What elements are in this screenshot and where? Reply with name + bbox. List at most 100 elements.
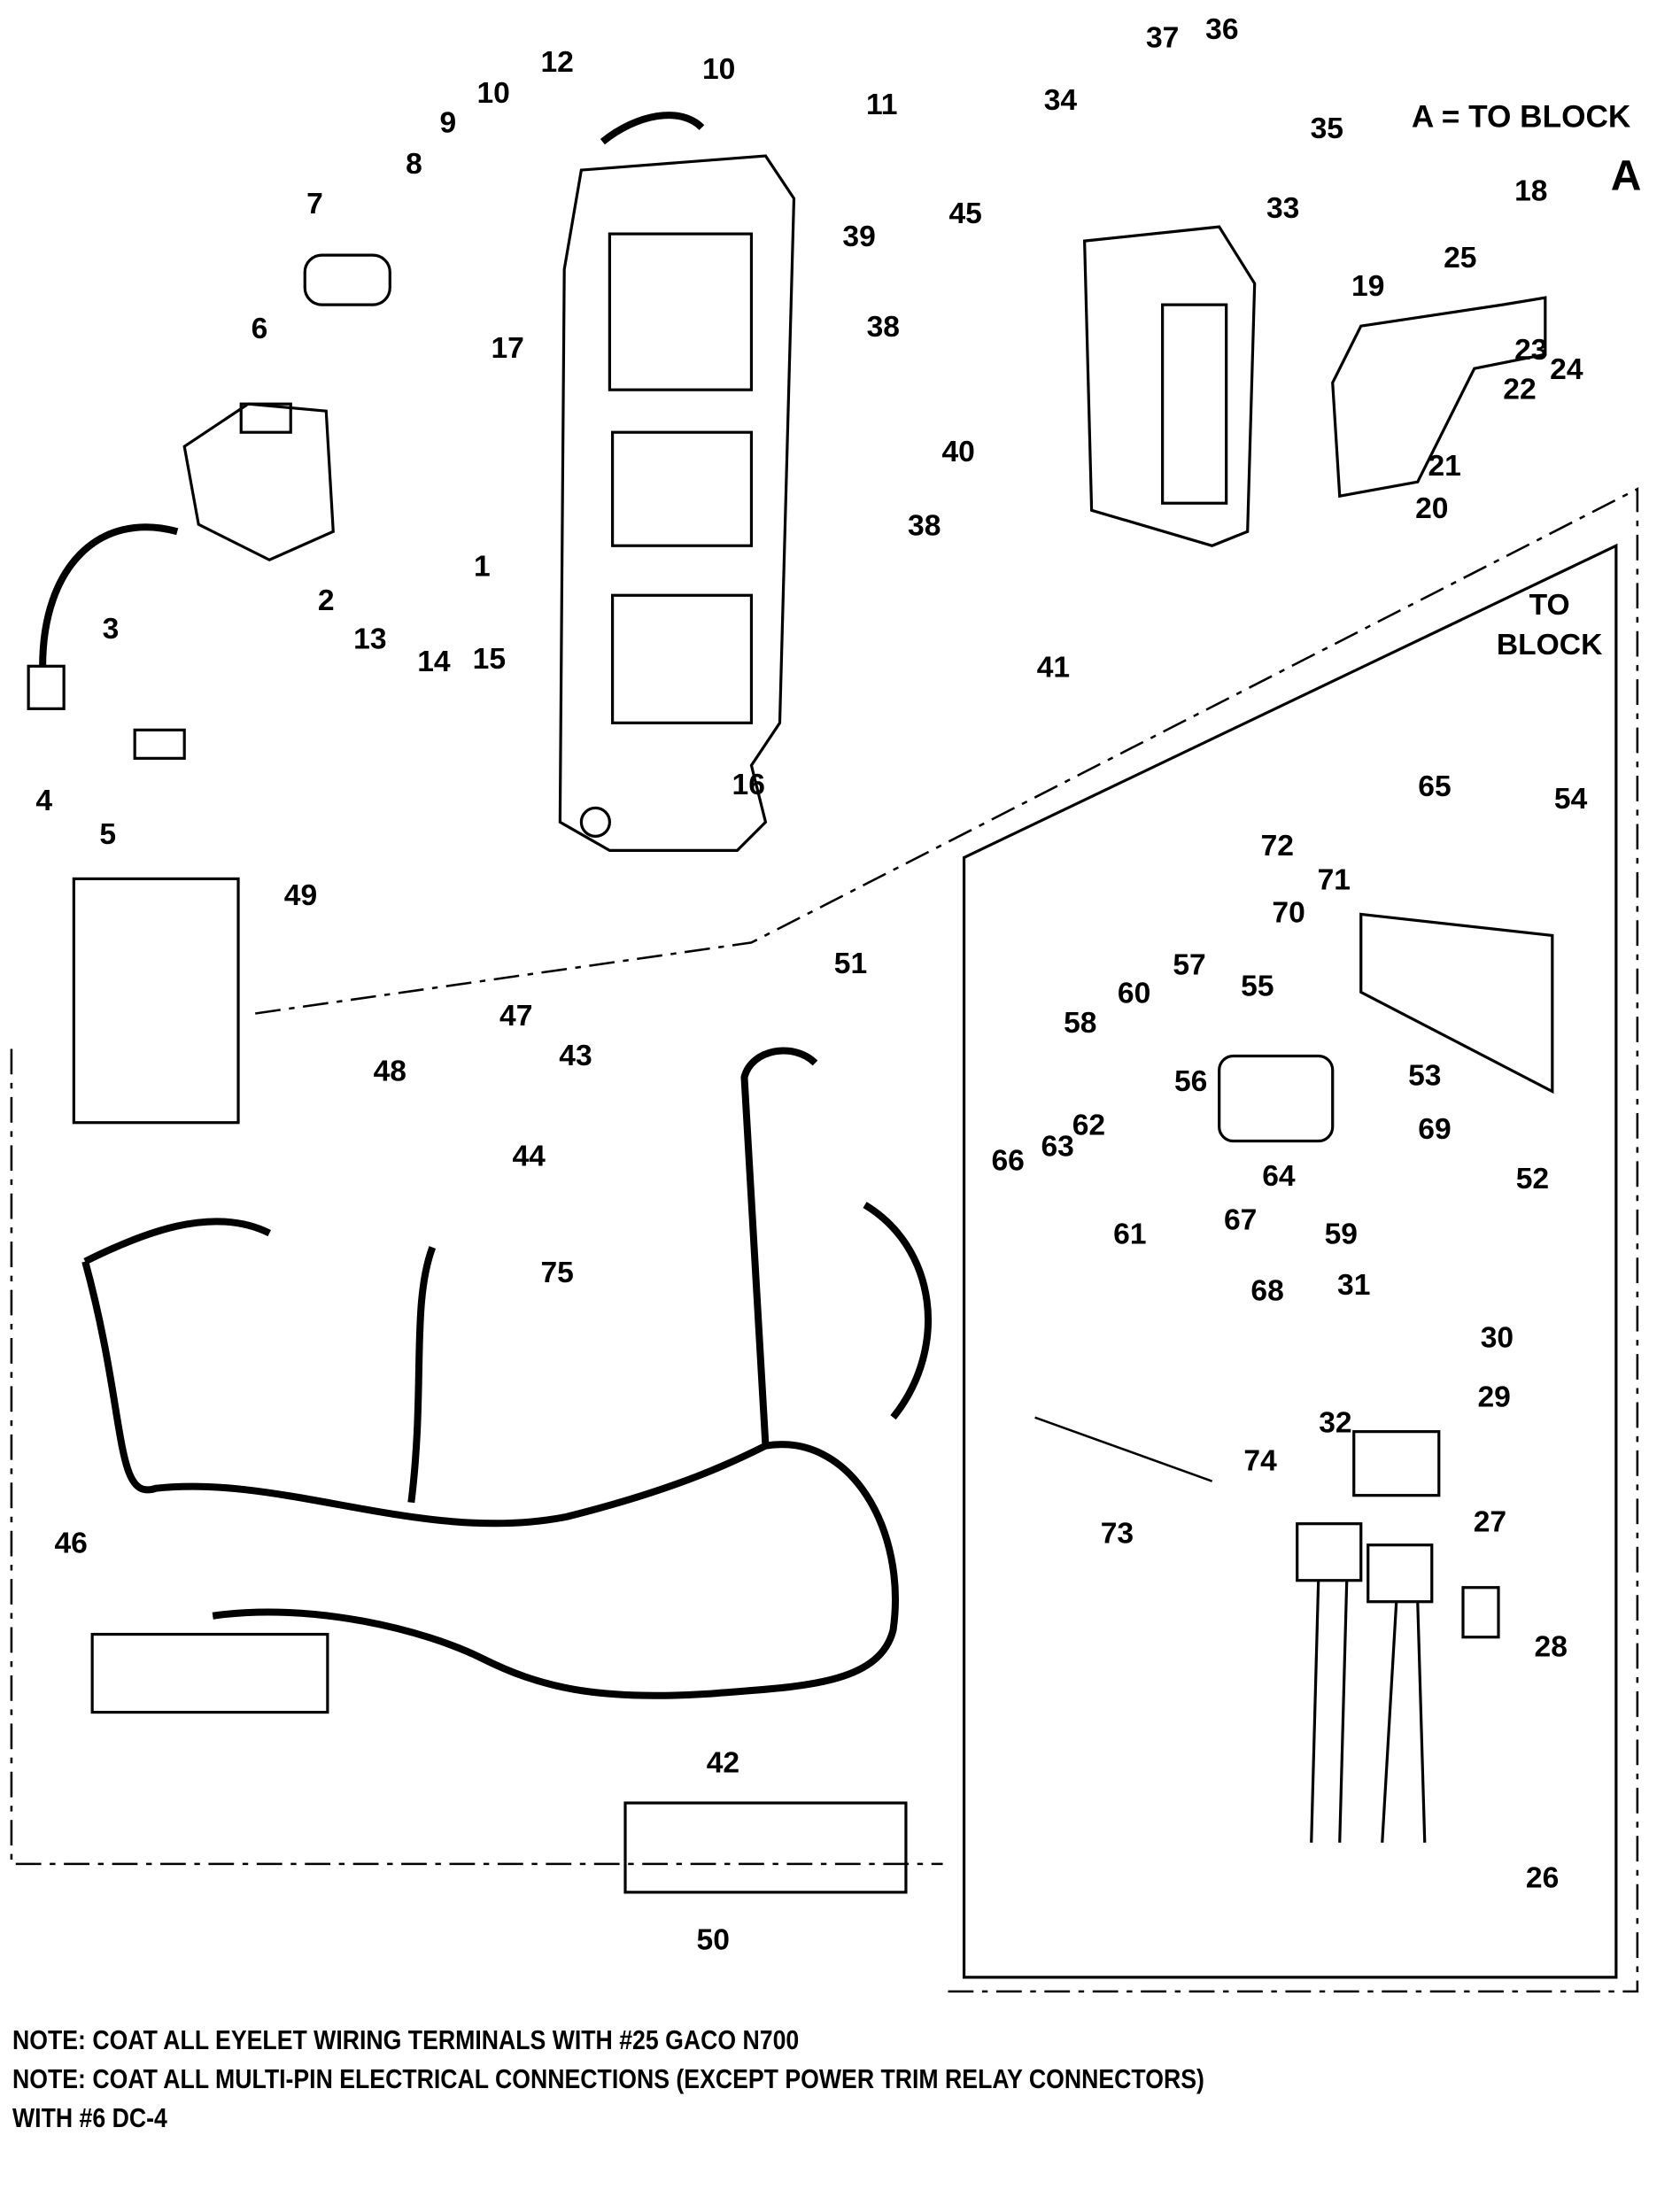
relay-harness xyxy=(1296,1430,1500,1843)
callout-37: 37 xyxy=(1146,22,1179,55)
callout-62: 62 xyxy=(1072,1109,1105,1141)
callout-53: 53 xyxy=(1408,1059,1441,1092)
callout-63: 63 xyxy=(1041,1130,1074,1163)
callout-47: 47 xyxy=(499,1000,532,1033)
wiring-harness xyxy=(81,1047,932,1699)
callout-35: 35 xyxy=(1311,112,1343,145)
callout-64: 64 xyxy=(1262,1160,1296,1193)
callout-24: 24 xyxy=(1550,353,1583,386)
callout-22: 22 xyxy=(1503,374,1536,406)
callout-44: 44 xyxy=(512,1141,546,1173)
callout-71: 71 xyxy=(1318,863,1351,896)
callout-32: 32 xyxy=(1319,1407,1351,1440)
callout-58: 58 xyxy=(1064,1007,1096,1040)
callout-1: 1 xyxy=(474,551,491,584)
callout-31: 31 xyxy=(1337,1269,1370,1302)
callout-38: 38 xyxy=(908,509,941,542)
spark-plug-lead xyxy=(27,664,66,710)
callout-26: 26 xyxy=(1526,1861,1559,1894)
callout-29: 29 xyxy=(1478,1381,1511,1414)
bracket-52 xyxy=(1359,912,1554,1095)
callout-51: 51 xyxy=(834,948,867,980)
mounting-plate xyxy=(558,154,796,852)
callout-75: 75 xyxy=(540,1257,573,1289)
callout-38: 38 xyxy=(867,311,900,344)
callout-27: 27 xyxy=(1474,1506,1506,1539)
callout-10: 10 xyxy=(702,53,735,86)
callout-45: 45 xyxy=(948,197,981,230)
cable-tie-73 xyxy=(1034,1416,1213,1482)
notes: NOTE: COAT ALL EYELET WIRING TERMINALS W… xyxy=(12,2021,1204,2138)
callout-52: 52 xyxy=(1516,1163,1549,1195)
callout-20: 20 xyxy=(1415,492,1448,525)
callout-15: 15 xyxy=(473,643,506,676)
callout-3: 3 xyxy=(103,613,120,646)
callout-46: 46 xyxy=(54,1528,87,1560)
callout-4: 4 xyxy=(35,785,52,817)
callout-6: 6 xyxy=(252,313,268,345)
note-2: NOTE: COAT ALL MULTI-PIN ELECTRICAL CONN… xyxy=(12,2063,1204,2094)
sensor-part-7 xyxy=(303,253,391,306)
callout-59: 59 xyxy=(1325,1218,1358,1251)
callout-34: 34 xyxy=(1044,84,1078,117)
callout-23: 23 xyxy=(1514,334,1547,367)
solenoid-56 xyxy=(1218,1054,1335,1143)
callout-41: 41 xyxy=(1037,651,1070,684)
ecm-module xyxy=(1082,225,1257,547)
decal-box-46 xyxy=(90,1632,329,1714)
callout-28: 28 xyxy=(1535,1630,1568,1663)
callout-72: 72 xyxy=(1261,830,1294,863)
callout-17: 17 xyxy=(491,332,523,365)
callout-25: 25 xyxy=(1444,242,1476,275)
bracket-18 xyxy=(1331,296,1547,499)
callout-9: 9 xyxy=(440,107,457,140)
callout-21: 21 xyxy=(1428,450,1460,483)
callout-14: 14 xyxy=(417,646,451,678)
callout-54: 54 xyxy=(1554,783,1588,816)
callout-43: 43 xyxy=(559,1040,592,1072)
callout-10: 10 xyxy=(476,77,509,110)
callout-60: 60 xyxy=(1118,978,1150,1010)
callout-2: 2 xyxy=(318,584,335,617)
hose-12 xyxy=(600,112,705,145)
callout-40: 40 xyxy=(941,436,974,468)
callout-67: 67 xyxy=(1224,1204,1257,1237)
connector-letter-a: A xyxy=(1611,152,1642,199)
callout-69: 69 xyxy=(1418,1113,1451,1146)
legend-a-to-block: A = TO BLOCK xyxy=(1412,100,1631,135)
callout-13: 13 xyxy=(353,623,386,655)
callout-70: 70 xyxy=(1272,896,1305,929)
callout-56: 56 xyxy=(1174,1065,1207,1098)
callout-50: 50 xyxy=(697,1924,730,1957)
region-boundary-41 xyxy=(255,487,1639,1993)
callout-55: 55 xyxy=(1241,971,1274,1003)
sensor-part-5 xyxy=(133,728,186,760)
callout-33: 33 xyxy=(1266,192,1299,225)
callout-7: 7 xyxy=(306,188,323,220)
note-3: WITH #6 DC-4 xyxy=(12,2102,167,2133)
decal-box-50 xyxy=(623,1801,908,1894)
callout-42: 42 xyxy=(707,1747,739,1780)
callout-36: 36 xyxy=(1205,13,1238,46)
callout-8: 8 xyxy=(406,148,422,181)
callout-68: 68 xyxy=(1250,1275,1283,1308)
ignition-coil xyxy=(39,402,335,667)
callout-12: 12 xyxy=(540,46,573,79)
to-block-label-line2: BLOCK xyxy=(1497,629,1603,661)
region-boundary-harness xyxy=(10,1048,943,1866)
callout-73: 73 xyxy=(1101,1517,1134,1550)
callout-39: 39 xyxy=(842,220,875,253)
callout-74: 74 xyxy=(1243,1445,1277,1478)
callout-57: 57 xyxy=(1173,949,1205,982)
callout-48: 48 xyxy=(374,1056,406,1088)
callout-11: 11 xyxy=(866,89,898,121)
callout-66: 66 xyxy=(991,1144,1024,1177)
note-1: NOTE: COAT ALL EYELET WIRING TERMINALS W… xyxy=(12,2024,800,2055)
region-box-51 xyxy=(962,543,1618,1979)
callout-18: 18 xyxy=(1514,175,1547,208)
to-block-label-line1: TO xyxy=(1529,589,1570,622)
decal-box-49 xyxy=(72,877,240,1125)
callout-19: 19 xyxy=(1351,270,1384,303)
callout-61: 61 xyxy=(1113,1218,1146,1251)
